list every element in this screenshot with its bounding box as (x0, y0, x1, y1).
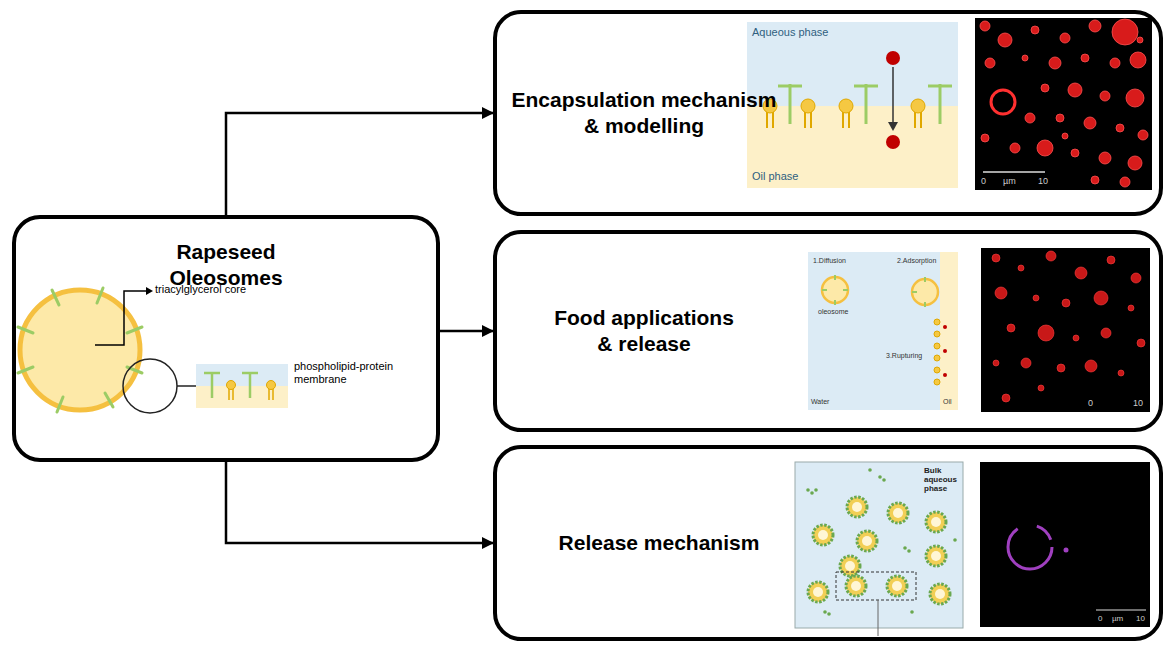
illustration-label: Aqueous phase (752, 26, 828, 39)
micrograph (981, 248, 1150, 412)
illustration-label: 0 (981, 176, 986, 186)
illustration-label: 10 (1038, 176, 1048, 186)
panel-box: Encapsulation mechanism & modelling (493, 10, 1163, 216)
panel-box: Release mechanism (493, 445, 1163, 641)
oleosome-drawing (18, 287, 288, 413)
bulk-phase-drawing (795, 462, 963, 636)
panel-title: Food applications & release (544, 305, 744, 358)
adsorption-drawing (808, 252, 958, 410)
micrograph (975, 18, 1152, 190)
panel-title: Release mechanism (529, 530, 789, 556)
interface-drawing (747, 22, 958, 188)
illustration-label: µm (1112, 614, 1123, 623)
illustration-label: 2.Adsorption (897, 257, 936, 265)
illustration-label: 10 (1136, 614, 1145, 623)
panel-box: Rapeseed Oleosomes (12, 215, 440, 462)
illustration-label: 0 (1088, 398, 1093, 408)
illustration-label: Oil (943, 398, 952, 406)
illustration-label: Bulk aqueous phase (924, 466, 960, 494)
illustration-label: Water (811, 398, 829, 406)
illustration-label: triacylglycerol core (155, 283, 246, 296)
connector-arrow (226, 462, 493, 543)
micrograph (980, 462, 1150, 627)
illustration-label: 3.Rupturing (886, 352, 922, 360)
illustration-label: Oil phase (752, 170, 798, 183)
illustration-label: oleosome (818, 308, 848, 316)
illustration-label: phospholipid-protein membrane (294, 360, 406, 385)
illustration-label: 1.Diffusion (813, 257, 846, 265)
illustration-label: 10 (1133, 398, 1143, 408)
illustration-label: µm (1003, 176, 1016, 186)
connector-arrow (226, 113, 493, 215)
illustration-label: 0 (1098, 614, 1102, 623)
connector-arrow (440, 330, 493, 333)
panel-title: Encapsulation mechanism & modelling (507, 87, 782, 140)
